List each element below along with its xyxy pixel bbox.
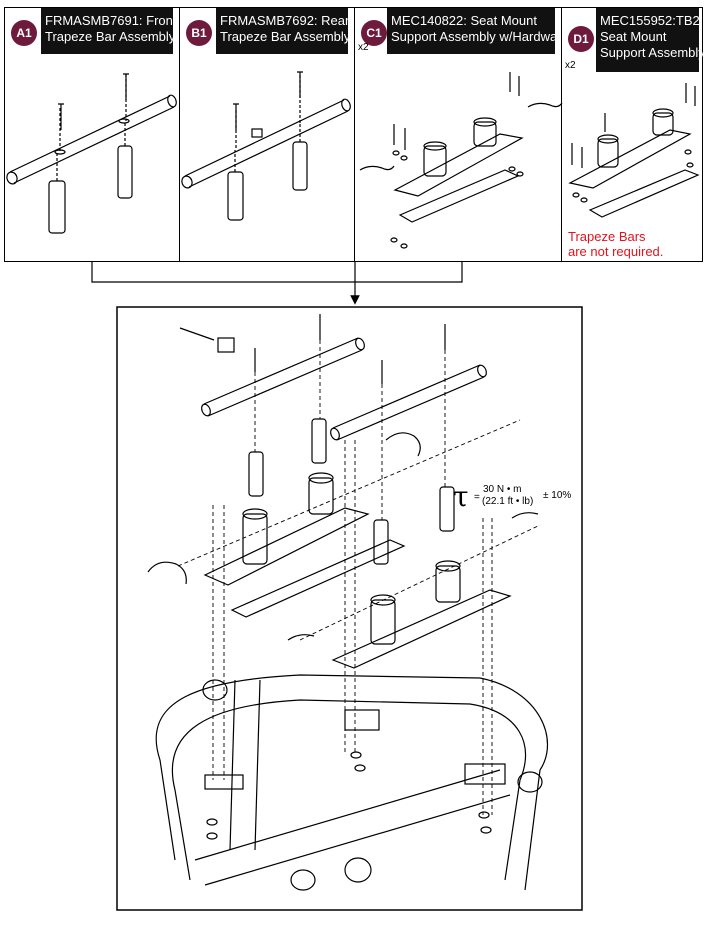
torque-metric: 30 N • m <box>483 484 522 495</box>
seat-mount-support-d1 <box>568 83 700 218</box>
kit-badge-b1: B1 <box>186 20 212 46</box>
kit-qty-d1: x2 <box>565 60 576 71</box>
torque-symbol: τ <box>453 480 469 513</box>
rear-trapeze-bar <box>181 71 351 221</box>
kit-badge-d1: D1 <box>568 26 594 52</box>
torque-tolerance: ± 10% <box>543 490 572 501</box>
front-trapeze-bar <box>6 73 177 234</box>
kit-badge-a1: A1 <box>11 20 37 46</box>
torque-equals: = <box>474 492 480 503</box>
torque-imperial: (22.1 ft • lb) <box>482 496 534 507</box>
seat-mount-support-c1 <box>359 72 563 249</box>
main-assembly-view <box>147 314 549 891</box>
kit-qty-c1: x2 <box>358 42 369 53</box>
kit-badge-c1: C1 <box>361 20 387 46</box>
